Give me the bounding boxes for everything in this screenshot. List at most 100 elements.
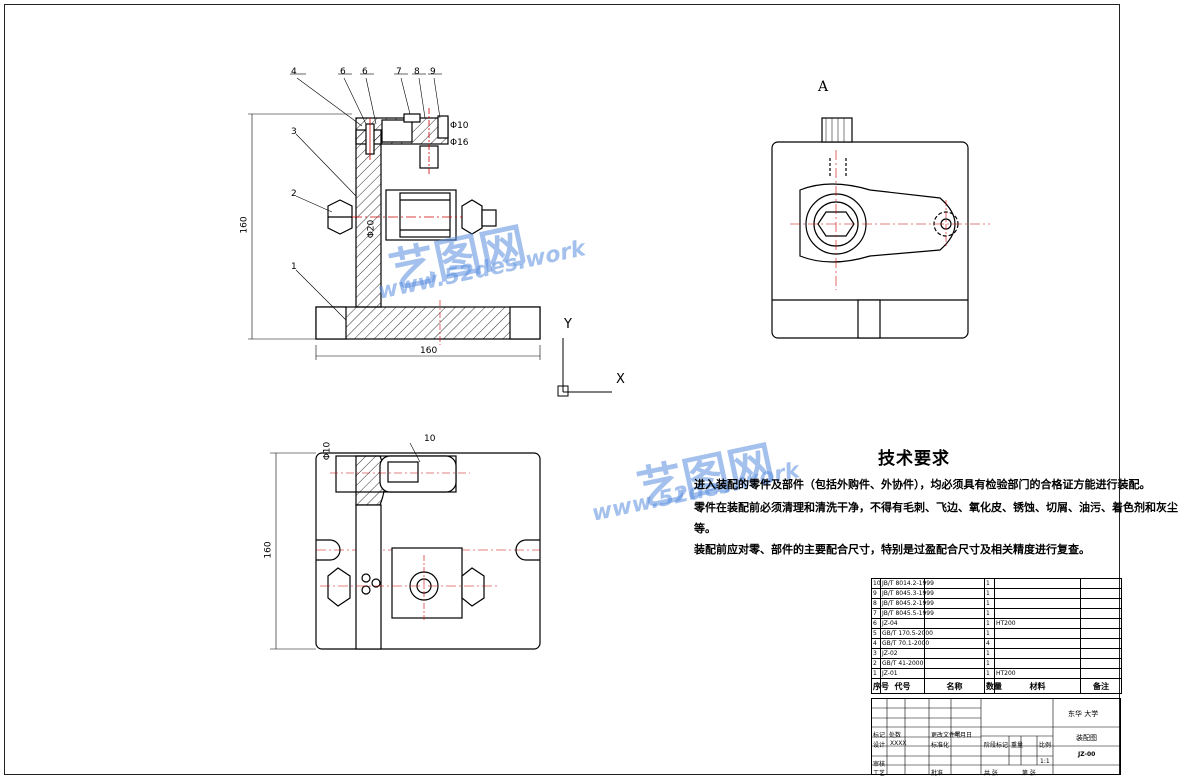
drawing-sheet: 艺图网 www.52des.work 艺图网 www.52des.work A … [4,4,1178,777]
title-block: 东华 大学 装配图 1:1 JZ-00 标记 处数 更改文件号 年月日 设计 X… [871,698,1121,777]
bom-cell: JB/T 8045.5-1999 [880,608,934,619]
tech-req-line-1: 进入装配的零件及部件（包括外购件、外协件），均必须具有检验部门的合格证方能进行装… [694,478,1151,491]
bom-cell: JZ-01 [880,668,925,679]
axis-y-label: Y [564,317,572,332]
tb-label-marks: 标记 [873,732,886,739]
bom-cell: 6 [871,618,881,629]
tb-label-doc: 更改文件号 [931,732,962,739]
tb-label-count: 处数 [889,732,902,739]
tb-label-weight: 重量 [1011,742,1024,749]
bom-header-cell: 代号 [880,678,925,694]
bom-cell: 2 [871,658,881,669]
bom-cell: 1 [984,628,995,639]
callout-7: 7 [396,67,402,77]
dim-dia-16: Φ16 [450,138,469,148]
bom-cell: GB/T 41-2000 [880,658,925,669]
bom-header-cell: 名称 [924,678,985,694]
tb-label-review: 审核 [873,761,886,768]
bom-cell [1080,638,1122,649]
bom-cell: 1 [984,618,995,629]
bom-cell [994,598,1081,609]
callout-1: 1 [291,262,297,272]
tb-label-sheets: 共 张 [984,770,998,777]
bom-cell [1080,588,1122,599]
bom-cell: 10 [871,578,881,589]
bom-cell [1080,648,1122,659]
callout-10: 10 [424,434,436,444]
bom-cell: 8 [871,598,881,609]
dim-dia-10: Φ10 [450,121,469,131]
bom-cell: 1 [871,668,881,679]
bom-cell: 1 [984,668,995,679]
callout-6a: 6 [340,67,346,77]
bom-header-cell: 材料 [994,678,1081,694]
bom-cell: 7 [871,608,881,619]
bom-cell [1080,598,1122,609]
title-block-grid [871,698,1121,775]
tech-req-line-4: 装配前应对零、部件的主要配合尺寸，特别是过盈配合尺寸及相关精度进行复查。 [694,543,1090,556]
bom-cell: 1 [984,588,995,599]
callout-6b: 6 [362,67,368,77]
bom-cell: JB/T 8014.2-1999 [880,578,934,589]
bom-cell [994,658,1081,669]
bom-cell: 4 [984,638,995,649]
bom-cell [1080,668,1122,679]
callout-4: 4 [291,67,297,77]
bom-cell [994,588,1081,599]
ucs-axis-icon [557,338,612,397]
tb-scale: 1:1 [1040,758,1050,765]
bom-cell: 1 [984,648,995,659]
bom-cell [924,628,985,639]
bom-cell: 4 [871,638,881,649]
bom-cell [994,578,1081,589]
engineering-drawing-svg [248,73,990,650]
bom-cell [924,658,985,669]
bom-cell [1080,608,1122,619]
tb-label-stage: 阶段标记 [984,742,1009,749]
drawing-frame [4,4,1120,775]
tb-label-approve: 批准 [931,770,944,777]
dim-dia-20: Φ20 [366,219,377,239]
tech-req-title: 技术要求 [878,449,950,469]
bom-cell [994,648,1081,659]
bom-cell [924,648,985,659]
tech-req-line-2: 零件在装配前必须清理和清洗干净，不得有毛刺、飞边、氧化皮、锈蚀、切屑、油污、着色… [694,501,1178,514]
tb-label-xxx: XXXX [890,740,907,747]
top-plan-view [270,442,541,650]
bom-header-row: 序号代号名称数量材料备注 [871,678,1122,694]
bom-cell: HT200 [994,618,1081,629]
callout-9: 9 [430,67,436,77]
tb-label-sheet: 第 张 [1022,770,1036,777]
bom-cell: 1 [984,658,995,669]
bom-cell: 5 [871,628,881,639]
bom-header-cell: 数量 [984,678,1002,694]
dim-top-height: 160 [263,541,274,559]
tb-label-std: 标准化 [931,742,950,749]
bom-cell: 1 [984,598,995,609]
tb-school: 东华 大学 [1068,710,1099,718]
bom-header-cell: 备注 [1080,678,1122,694]
side-view-a [771,117,990,339]
tb-label-date: 年月日 [954,732,973,739]
front-section-view [248,73,541,360]
bom-cell [1080,618,1122,629]
tb-label-design: 设计 [873,742,886,749]
bom-cell: JZ-04 [880,618,925,629]
dim-dia-10-plan: Φ10 [322,441,333,461]
bom-cell: JZ-02 [880,648,925,659]
bom-cell [1080,578,1122,589]
tb-drawing-no: JZ-00 [1078,751,1096,758]
axis-x-label: X [616,372,625,387]
callout-8: 8 [414,67,420,77]
dim-front-width: 160 [420,346,438,356]
bom-cell: GB/T 170.5-2000 [880,628,933,639]
bom-cell [994,638,1081,649]
